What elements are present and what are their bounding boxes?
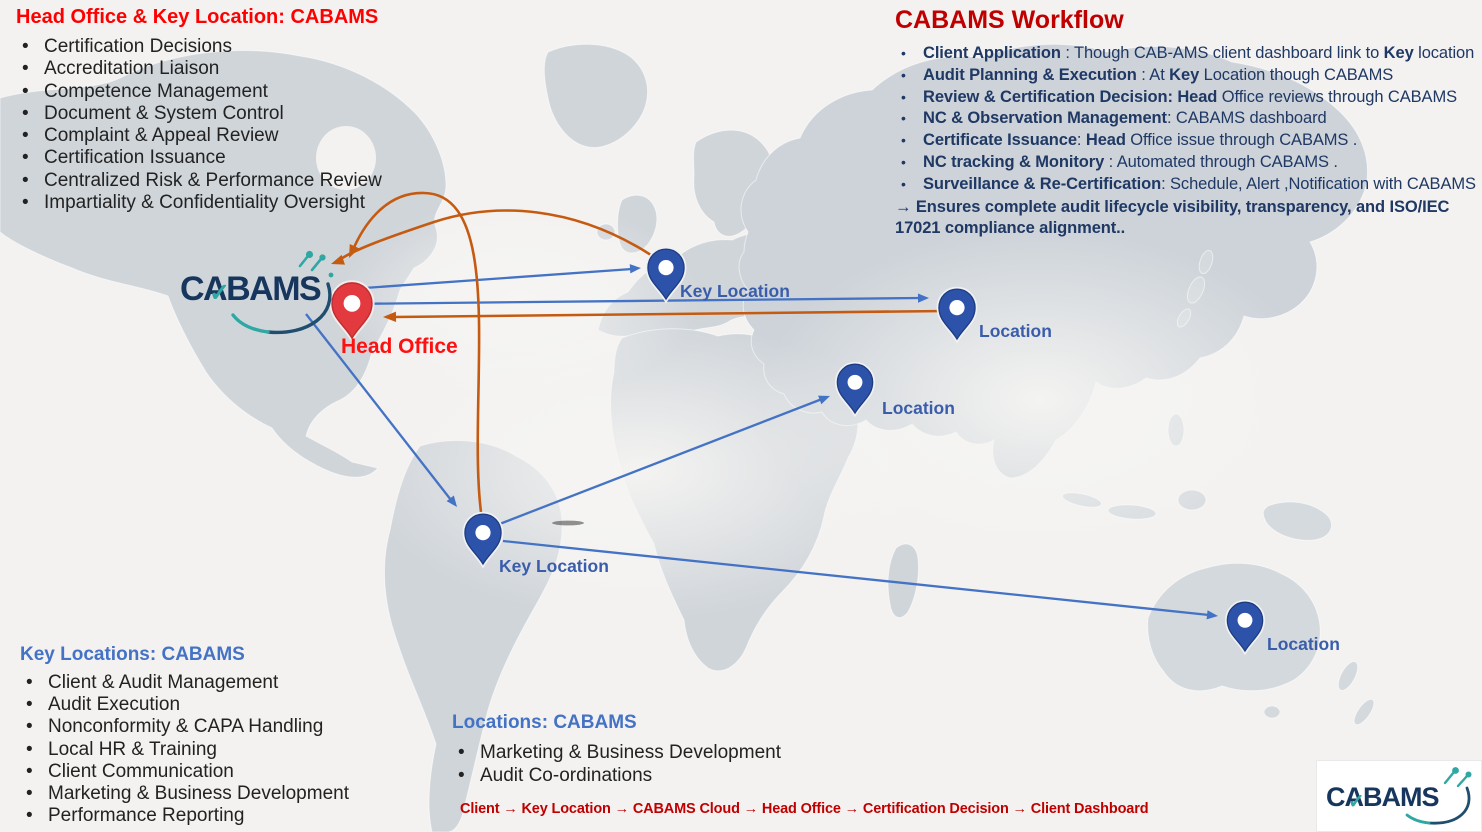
logo-swoosh-icon [1405,767,1472,825]
workflow-panel: CABAMS Workflow Client Application : Tho… [895,6,1480,240]
list-item: Certification Decisions [16,36,446,59]
list-item: Audit Execution [20,694,410,716]
key-locations-panel: Key Locations: CABAMS Client & Audit Man… [20,644,410,828]
pin-middle-east [835,361,875,418]
arrowhead-australia [1206,610,1218,620]
link-headoffice-to-asia [341,296,921,306]
blue-links [305,267,1210,617]
list-item: Review & Certification Decision: Head Of… [895,87,1480,109]
list-item: Marketing & Business Development [20,783,410,805]
link-headoffice-to-brazil [305,313,452,501]
locations-panel-list: Marketing & Business Development Audit C… [452,741,882,787]
link-brazil-to-middle-east [496,397,823,527]
list-item: NC & Observation Management: CABAMS dash… [895,108,1480,130]
list-item: NC tracking & Monitory : Automated throu… [895,152,1480,174]
link-asia-to-headoffice [393,309,947,319]
list-item: Client & Audit Management [20,672,410,694]
region-tasmania [1263,705,1281,719]
head-office-panel-list: Certification Decisions Accreditation Li… [16,36,446,215]
locations-panel-title: Locations: CABAMS [452,712,637,733]
pin-label-middle-east: Location [882,398,955,418]
arc-europe-to-logo [337,209,655,263]
logo-check-icon: ✓ [1348,791,1365,813]
orange-links [337,191,947,513]
logo-wordmark: CABAMS [1326,782,1439,812]
arrowhead-logo-right [349,244,360,258]
list-item: Centralized Risk & Performance Review [16,170,446,193]
list-item: Impartiality & Confidentiality Oversight [16,192,446,215]
key-locations-panel-list: Client & Audit Management Audit Executio… [20,672,410,828]
pin-europe [645,246,687,304]
list-item: Accreditation Liaison [16,58,446,81]
list-item: Local HR & Training [20,739,410,761]
process-flow-strip: Client → Key Location → CABAMS Cloud → H… [460,801,1149,817]
list-item: Certification Issuance [16,147,446,170]
list-item: Client Communication [20,761,410,783]
pin-brazil [462,511,504,569]
list-item: Certificate Issuance: Head Office issue … [895,130,1480,152]
key-locations-panel-title: Key Locations: CABAMS [20,644,245,665]
pin-head-office [329,280,375,344]
pin-label-asia: Location [979,321,1052,341]
locations-panel: Locations: CABAMS Marketing & Business D… [452,712,882,787]
pin-labels: Key Location Location Location Key Locat… [341,281,1340,654]
cabams-corner-logo: CABAMS ✓ [1316,760,1482,832]
smudge [552,520,584,526]
workflow-panel-title: CABAMS Workflow [895,6,1124,34]
arrowhead-logo-left [331,254,345,265]
head-office-panel-title: Head Office & Key Location: CABAMS [16,6,379,28]
pin-australia [1225,599,1265,656]
list-item: Nonconformity & CAPA Handling [20,716,410,738]
link-brazil-to-australia [502,539,1210,617]
list-item: Audit Co-ordinations [452,764,882,787]
list-item: Performance Reporting [20,805,410,827]
pin-label-europe: Key Location [680,281,790,301]
blue-arrowheads [446,264,1218,620]
arrowhead-middle-east [818,395,830,405]
logo-pins-icon [298,254,323,272]
logo-swoosh-icon [231,250,334,335]
list-item: Competence Management [16,81,446,104]
pin-label-brazil: Key Location [499,556,609,576]
orange-arrowheads [331,244,397,323]
head-office-panel: Head Office & Key Location: CABAMS Certi… [16,6,446,215]
workflow-panel-list: Client Application : Though CAB-AMS clie… [895,43,1480,196]
pin-asia [936,286,978,344]
list-item: Client Application : Though CAB-AMS clie… [895,43,1480,65]
list-item: Marketing & Business Development [452,741,882,764]
arc-brazil-to-logo [350,191,483,513]
cabams-map-logo: CABAMS ✓ [176,248,351,368]
pin-label-head-office: Head Office [341,335,458,358]
logo-wordmark: CABAMS [180,270,322,308]
list-item: Complaint & Appeal Review [16,125,446,148]
list-item: Document & System Control [16,103,446,126]
link-logo-to-europe [335,267,633,292]
pin-label-australia: Location [1267,634,1340,654]
region-new-zealand [1337,660,1375,726]
arrowhead-europe [629,264,641,274]
list-item: Surveillance & Re-Certification: Schedul… [895,174,1480,196]
arrowhead-asia [917,293,929,303]
list-item: Audit Planning & Execution : At Key Loca… [895,65,1480,87]
logo-check-icon: ✓ [209,279,230,307]
workflow-footer-note: → Ensures complete audit lifecycle visib… [895,197,1450,238]
map-pins [329,246,1265,656]
continent-greenland [543,43,649,148]
arrowhead-headoffice [383,311,397,323]
arrowhead-brazil [446,495,457,507]
